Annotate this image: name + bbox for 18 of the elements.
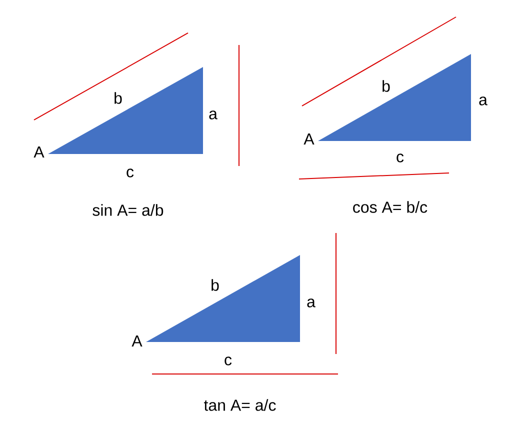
- side-label: a: [307, 298, 316, 308]
- side-label: A: [34, 146, 44, 158]
- formula-label: tan A= a/c: [204, 399, 276, 411]
- side-label: a: [209, 110, 218, 120]
- side-label: c: [224, 356, 232, 366]
- side-label: A: [304, 134, 314, 144]
- side-label: c: [126, 168, 134, 178]
- side-label: A: [132, 335, 142, 346]
- triangle: [48, 67, 203, 154]
- formula-label: cos A= b/c: [353, 201, 428, 213]
- triangle: [146, 255, 300, 342]
- side-label: a: [479, 96, 488, 106]
- triangle: [318, 54, 471, 141]
- side-label: b: [114, 92, 122, 104]
- side-label: c: [396, 154, 404, 162]
- side-label: b: [382, 80, 390, 92]
- side-label: b: [212, 279, 219, 291]
- formula-label: sin A= a/b: [92, 204, 164, 216]
